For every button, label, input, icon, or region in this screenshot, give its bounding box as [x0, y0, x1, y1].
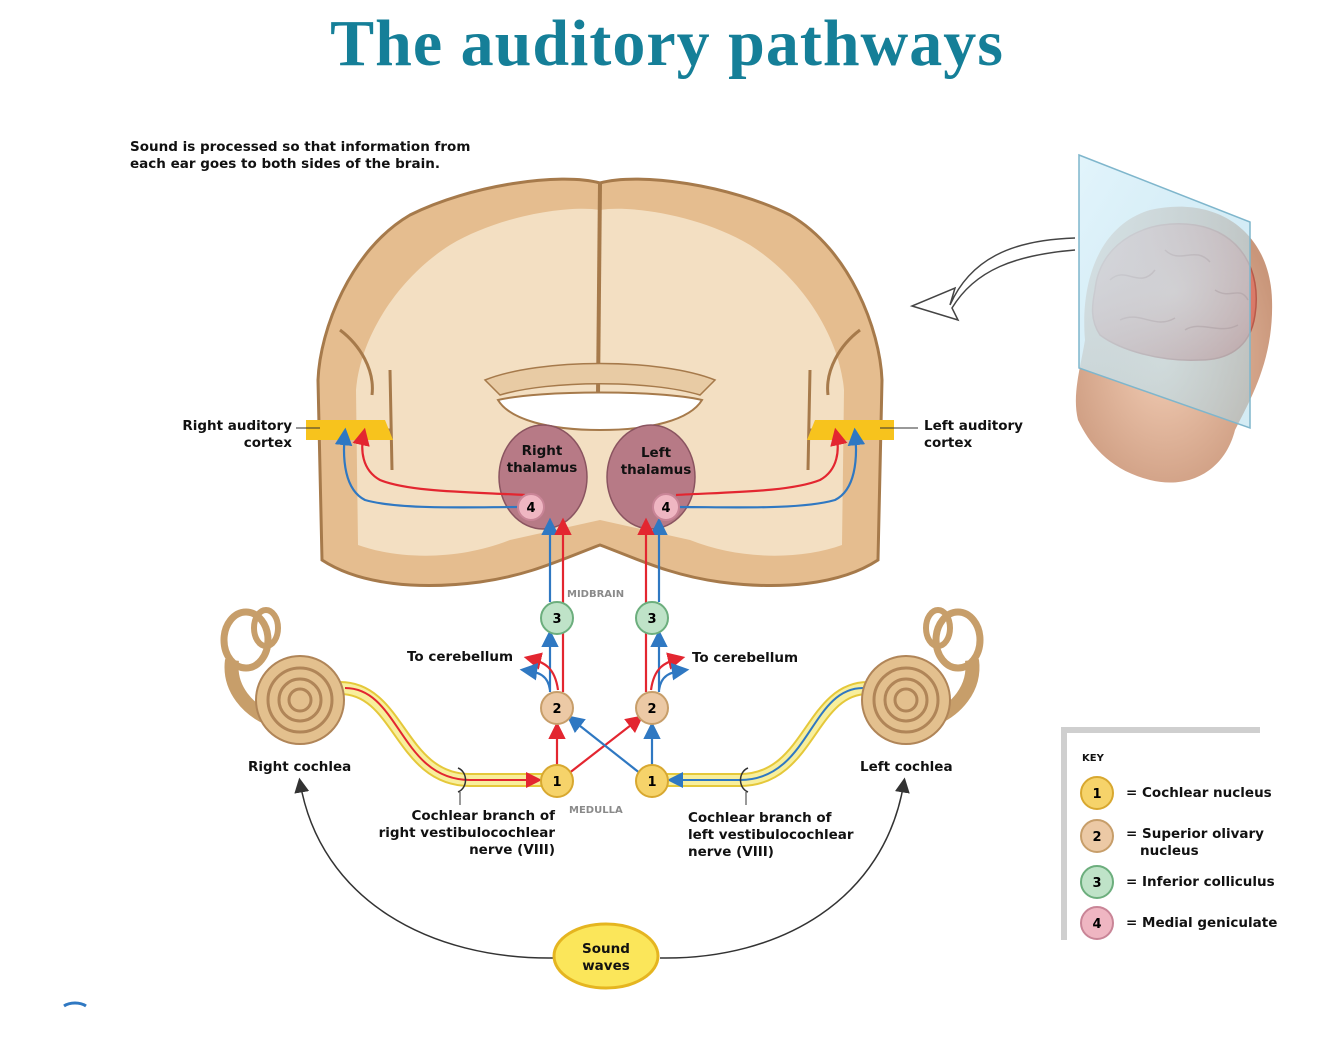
left-nerve — [667, 681, 869, 805]
sound-waves-label: Sound waves — [566, 941, 646, 975]
to-cerebellum-right-label: To cerebellum — [407, 649, 514, 665]
intro-line: Sound is processed so that information f… — [130, 139, 471, 155]
svg-text:3: 3 — [647, 612, 656, 627]
right-cochlea-icon — [220, 607, 345, 745]
label-line: thalamus — [506, 460, 578, 476]
svg-text:3: 3 — [1092, 876, 1101, 891]
node-3-left: 3 — [635, 601, 669, 635]
blue-cross-to-2-right — [566, 715, 642, 775]
intro-text: Sound is processed so that information f… — [130, 139, 470, 173]
red-path-right-cortex — [352, 427, 526, 497]
blue-path-left-cortex — [675, 427, 866, 509]
label-line: cortex — [924, 435, 973, 451]
ventricles — [496, 391, 704, 432]
svg-text:1: 1 — [647, 775, 656, 790]
node-1-right: 1 — [540, 764, 574, 798]
svg-text:2: 2 — [552, 702, 561, 717]
sound-waves-oval — [552, 922, 660, 990]
key-text: = Inferior colliculus — [1126, 874, 1275, 890]
svg-text:1: 1 — [1092, 787, 1101, 802]
to-cerebellum-left-label: To cerebellum — [692, 650, 799, 666]
key-item-3: = Inferior colliculus — [1126, 874, 1275, 891]
svg-text:2: 2 — [1092, 830, 1101, 845]
right-nerve — [339, 681, 542, 805]
key-text: = Superior olivary — [1126, 826, 1264, 842]
label-line: Cochlear branch of — [411, 808, 555, 824]
nodes: 4 4 3 3 2 2 1 1 — [517, 493, 680, 798]
svg-text:4: 4 — [1092, 917, 1101, 932]
node-2-left: 2 — [635, 691, 669, 725]
label-line: cortex — [243, 435, 292, 451]
key-text: nucleus — [1140, 843, 1199, 859]
label-line: right vestibulocochlear — [378, 825, 555, 841]
label-line: nerve (VIII) — [688, 844, 774, 860]
label-line: Left auditory — [924, 418, 1023, 434]
key-box: 1 2 3 4 — [1061, 727, 1260, 940]
midbrain-label: MIDBRAIN — [567, 589, 625, 600]
brain-section — [306, 177, 894, 587]
label-line: left vestibulocochlear — [688, 827, 854, 843]
key-item-2: = Superior olivary nucleus — [1126, 826, 1264, 860]
blue-to-cerebellum-right — [519, 662, 552, 691]
right-nerve-signal — [344, 687, 542, 788]
label-line: nerve (VIII) — [469, 842, 555, 858]
svg-text:1: 1 — [552, 775, 561, 790]
label-line: Right auditory — [182, 418, 292, 434]
left-cochlea-icon — [861, 607, 984, 745]
sound-arc-right — [294, 777, 556, 959]
left-auditory-cortex-label: Left auditory cortex — [924, 418, 1023, 452]
key-text: = Cochlear nucleus — [1126, 785, 1272, 801]
right-thalamus-label: Right thalamus — [500, 443, 584, 477]
key-item-1: = Cochlear nucleus — [1126, 785, 1272, 802]
right-cochlea-label: Right cochlea — [248, 759, 352, 775]
svg-text:4: 4 — [661, 501, 670, 516]
section-plane — [1078, 153, 1251, 430]
right-auditory-cortex-area — [306, 420, 393, 440]
medulla-label: MEDULLA — [569, 805, 623, 816]
label-line: Right — [521, 443, 563, 459]
sound-arc-left — [659, 777, 910, 959]
right-auditory-cortex-label: Right auditory cortex — [160, 418, 292, 452]
node-3-right: 3 — [540, 601, 574, 635]
key-text: = Medial geniculate — [1126, 915, 1278, 931]
svg-text:2: 2 — [647, 702, 656, 717]
svg-text:4: 4 — [526, 501, 535, 516]
label-line: Left — [640, 445, 672, 461]
label-line: thalamus — [620, 462, 692, 478]
svg-text:3: 3 — [552, 612, 561, 627]
label-line: Sound — [582, 941, 630, 957]
node-4-right: 4 — [517, 493, 545, 521]
label-line: waves — [582, 958, 630, 974]
node-1-left: 1 — [635, 764, 669, 798]
red-to-cerebellum-right — [523, 652, 560, 691]
page-title: The auditory pathways — [330, 7, 1004, 80]
red-to-cerebellum-left — [649, 652, 686, 691]
key-node-2: 2 — [1080, 819, 1114, 853]
left-auditory-cortex-area — [807, 420, 894, 440]
intro-line: each ear goes to both sides of the brain… — [130, 156, 440, 172]
right-nerve-label: Cochlear branch of right vestibulocochle… — [360, 808, 555, 859]
key-node-3: 3 — [1080, 865, 1114, 899]
key-title: KEY — [1082, 753, 1104, 764]
longitudinal-fissure — [596, 182, 602, 396]
node-2-right: 2 — [540, 691, 574, 725]
blue-path-right-cortex — [334, 427, 526, 509]
blue-to-cerebellum-left — [657, 662, 690, 691]
corpus-callosum — [483, 362, 717, 396]
key-node-1: 1 — [1080, 776, 1114, 810]
node-4-left: 4 — [652, 493, 680, 521]
head-inset-illustration — [909, 153, 1273, 483]
left-cochlea-label: Left cochlea — [860, 759, 953, 775]
label-line: Cochlear branch of — [688, 810, 832, 826]
left-nerve-signal — [667, 687, 864, 788]
key-node-4: 4 — [1080, 906, 1114, 940]
left-nerve-label: Cochlear branch of left vestibulocochlea… — [688, 810, 854, 861]
key-item-4: = Medial geniculate — [1126, 915, 1277, 932]
red-path-left-cortex — [675, 427, 848, 497]
plane-to-section-arrow — [909, 237, 1076, 322]
left-thalamus-label: Left thalamus — [614, 445, 698, 479]
corner-mark — [63, 1001, 87, 1008]
